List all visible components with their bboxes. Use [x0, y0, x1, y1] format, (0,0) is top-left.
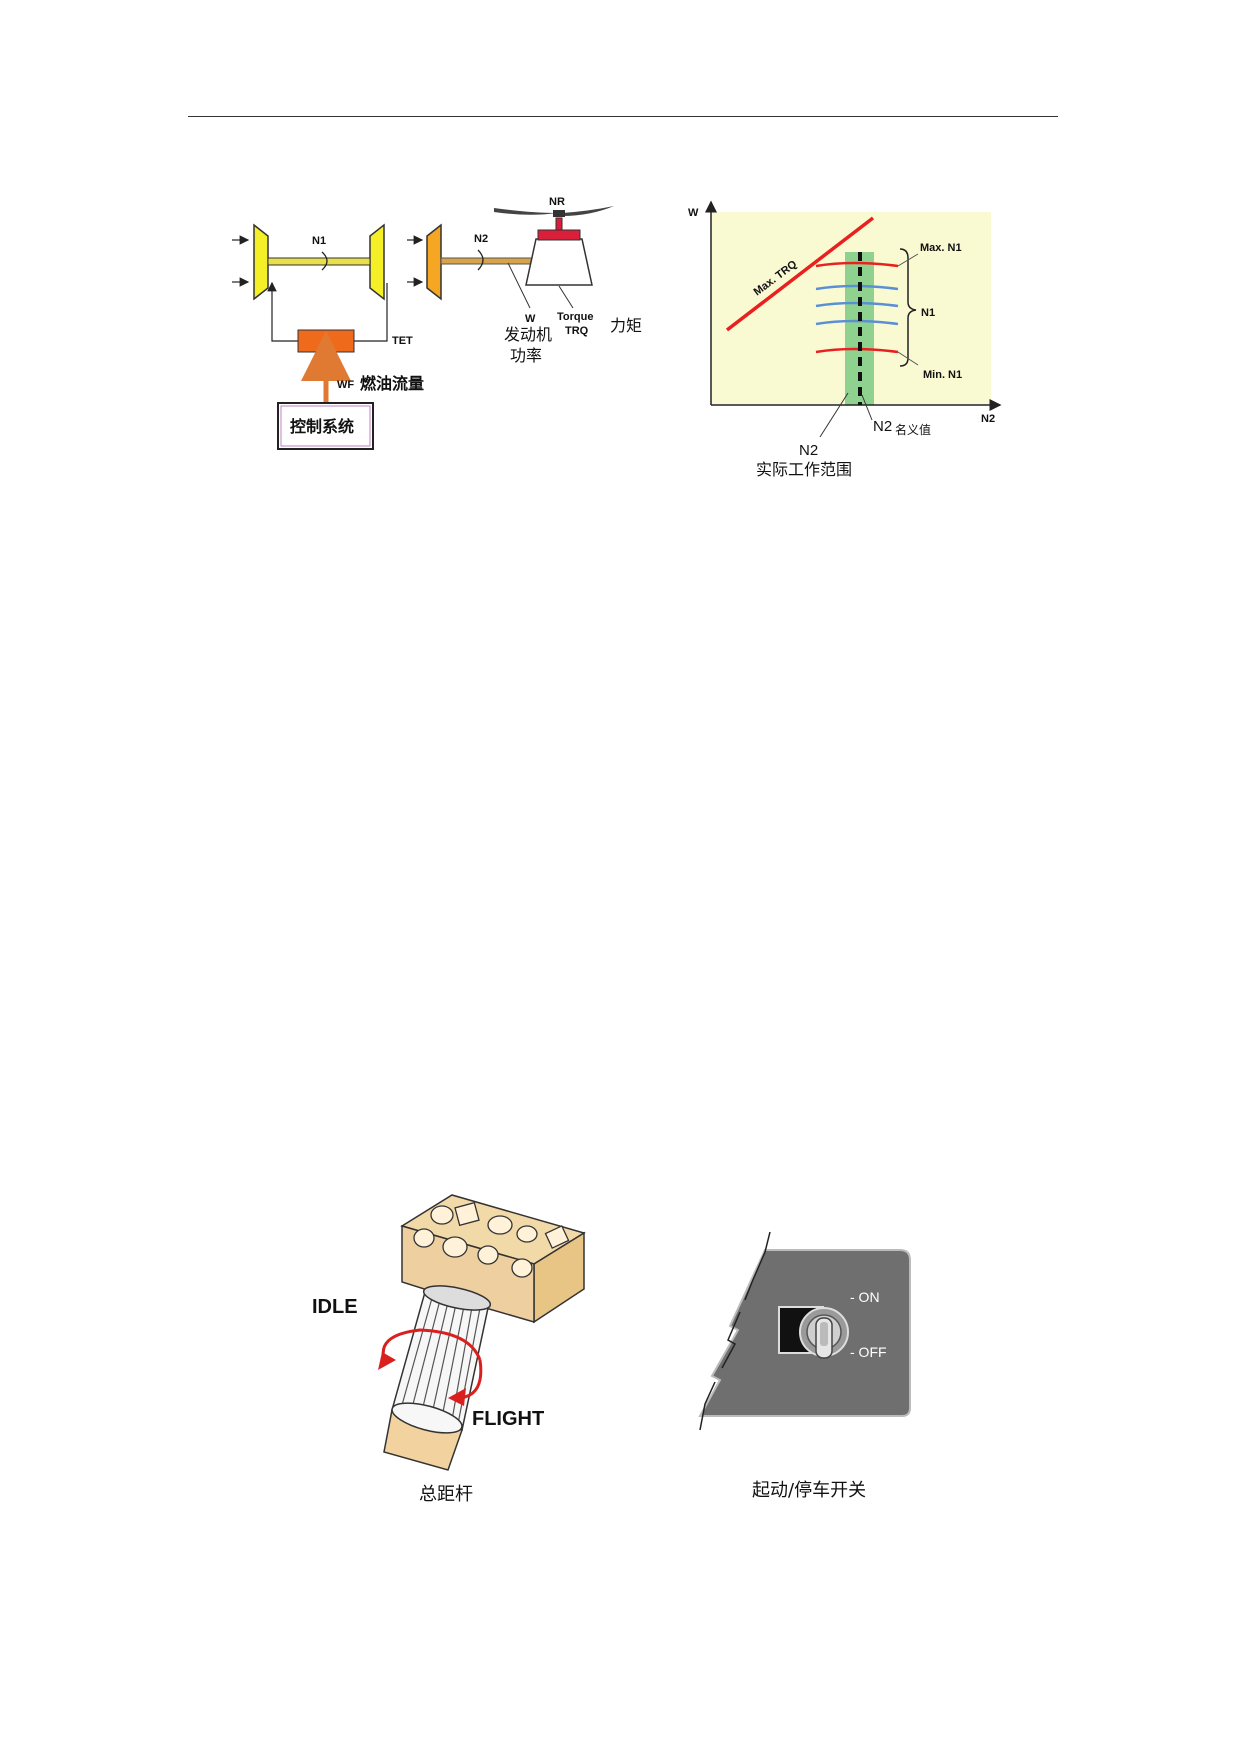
grip-collar [422, 1285, 492, 1311]
collective-caption: 总距杆 [419, 1484, 473, 1505]
range-pointer [819, 392, 849, 438]
wf-label: WF [337, 379, 354, 391]
rotor-hub [553, 210, 565, 217]
block-hole [413, 1228, 435, 1248]
compressor-shape [253, 223, 269, 301]
max-trq-line [725, 216, 875, 332]
collective-illustration: IDLE FLIGHT [312, 1194, 586, 1471]
n2-nominal-label: N2 [873, 418, 892, 435]
arrow-head-flight-icon [448, 1388, 466, 1406]
min-n1-pointer [897, 351, 919, 366]
x-axis-label: N2 [981, 413, 995, 425]
gas-turbine-shape [369, 223, 385, 301]
switch-on-label: - ON [850, 1289, 880, 1305]
min-n1-curve [815, 347, 899, 354]
loop-line-left [271, 283, 298, 342]
trq-label: TRQ [565, 325, 589, 337]
engine-power-label-2: 功率 [510, 346, 542, 365]
combustor-box [297, 329, 355, 353]
arrow-head-idle-icon [378, 1352, 396, 1370]
block-hole [442, 1236, 468, 1258]
loop-line-right [353, 283, 388, 342]
control-system-box [277, 402, 374, 450]
switch-caption: 起动/停车开关 [752, 1480, 867, 1501]
block-hole [511, 1258, 533, 1278]
rotor-blade-right [562, 206, 614, 216]
block-hole [487, 1215, 513, 1235]
rotation-arrow-icon [321, 251, 328, 271]
header-rule [188, 116, 1058, 117]
n1-shaft [267, 257, 371, 266]
n1-curve [815, 301, 899, 308]
rotor-mast [555, 217, 563, 231]
gearbox-top [537, 229, 581, 241]
torque-label: Torque [557, 311, 593, 323]
n2-label: N2 [474, 233, 488, 245]
block-front [401, 1225, 535, 1323]
control-system-inner [280, 405, 371, 447]
fuel-flow-label: 燃油流量 [360, 374, 424, 393]
idle-label: IDLE [312, 1296, 358, 1318]
min-n1-label: Min. N1 [923, 369, 962, 381]
n1-label: N1 [921, 307, 935, 319]
nominal-suffix-label: 名义值 [895, 422, 931, 437]
grip-bottom [391, 1402, 463, 1434]
torn-edge [699, 1231, 771, 1431]
switch-off-label: - OFF [850, 1344, 887, 1360]
chart: W N2 Max. TRQ Max. N1 N1 Min. N1 N2 名义值 … [688, 200, 1002, 479]
block-hole [477, 1245, 499, 1265]
free-turbine-shape [426, 223, 442, 301]
max-n1-curve [815, 261, 899, 268]
gearbox-shape [525, 238, 593, 286]
max-n1-label: Max. N1 [920, 242, 962, 254]
switch-illustration: - ON - OFF [698, 1231, 911, 1431]
w-pointer [507, 262, 531, 309]
n1-curve [815, 319, 899, 326]
max-n1-pointer [897, 253, 919, 267]
n1-brace [899, 248, 917, 367]
engine-power-label: 发动机 [504, 325, 552, 344]
engine-diagram: N1 N2 NR W 发动机 功率 Torque TRQ 力矩 TET [232, 196, 642, 450]
rotation-arrow-icon [477, 249, 484, 271]
tet-label: TET [392, 335, 413, 347]
rotor-blade-left [494, 208, 556, 215]
control-system-label: 控制系统 [290, 417, 354, 436]
y-axis-label: W [688, 207, 699, 219]
n1-curve [815, 284, 899, 291]
rotation-arrow-icon [381, 1328, 482, 1363]
nominal-pointer [861, 394, 873, 421]
torque-pointer [558, 285, 574, 309]
block-hole [516, 1225, 538, 1243]
torque-zh-label: 力矩 [610, 316, 642, 335]
n2-range-label: N2 [799, 442, 818, 459]
block-hole [430, 1205, 454, 1225]
flight-label: FLIGHT [472, 1408, 544, 1430]
n2-range-label-2: 实际工作范围 [756, 460, 852, 479]
block-hole [544, 1225, 570, 1249]
grip-ridges [401, 1297, 481, 1425]
block-hole [454, 1201, 480, 1227]
nr-label: NR [549, 196, 565, 208]
w-label: W [525, 313, 536, 325]
toggle-lever-highlight [820, 1322, 828, 1346]
n1-label: N1 [312, 235, 326, 247]
